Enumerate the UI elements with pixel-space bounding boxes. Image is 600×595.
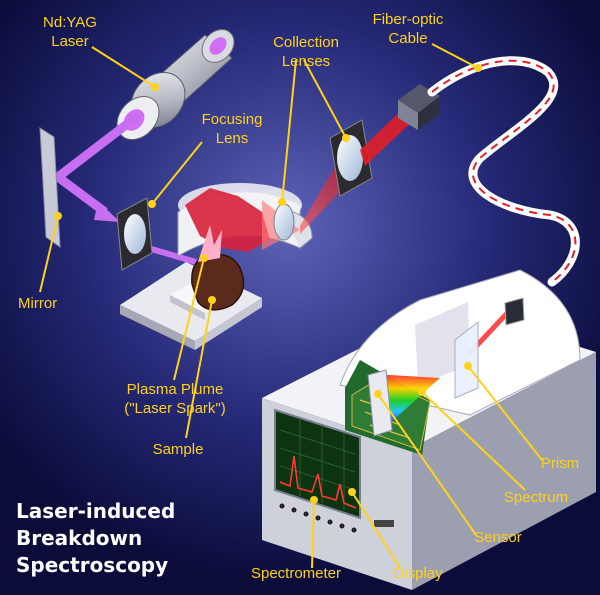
plasma-plume: [185, 188, 270, 262]
label-spectrometer: Spectrometer: [251, 565, 341, 582]
label-collection-line2: Lenses: [282, 53, 330, 70]
label-prism: Prism: [541, 455, 579, 472]
title-line3: Spectroscopy: [16, 553, 168, 577]
leader-dots: [54, 64, 482, 504]
sample-rock: [191, 253, 245, 311]
prism: [454, 320, 479, 399]
title-line2: Breakdown: [16, 526, 142, 550]
sensor: [367, 369, 393, 437]
laser-beam: [53, 113, 197, 265]
fiber-optic-cable: [427, 56, 580, 287]
display-screen: [274, 408, 361, 520]
inner-collection-lens: [273, 203, 295, 241]
focusing-lens: [116, 197, 153, 271]
label-sample: Sample: [153, 441, 204, 458]
label-fiber-line2: Cable: [388, 30, 427, 47]
label-spectrum: Spectrum: [504, 489, 568, 506]
label-display: Display: [393, 565, 443, 582]
label-sensor: Sensor: [474, 529, 522, 546]
label-plasma-line2: ("Laser Spark"): [124, 400, 226, 417]
label-focusing-line1: Focusing: [202, 111, 263, 128]
label-mirror: Mirror: [18, 295, 57, 312]
label-laser-line2: Laser: [51, 33, 89, 50]
label-fiber-line1: Fiber-optic: [373, 11, 444, 28]
outer-collection-lens: [329, 119, 373, 197]
leader-lines: [39, 43, 543, 569]
label-laser-line1: Nd:YAG: [43, 14, 97, 31]
label-collection-line1: Collection: [273, 34, 339, 51]
spectrometer-controls: [279, 503, 394, 533]
label-plasma-line1: Plasma Plume: [127, 381, 224, 398]
title-line1: Laser-induced: [16, 499, 175, 523]
label-focusing-line2: Lens: [216, 130, 249, 147]
